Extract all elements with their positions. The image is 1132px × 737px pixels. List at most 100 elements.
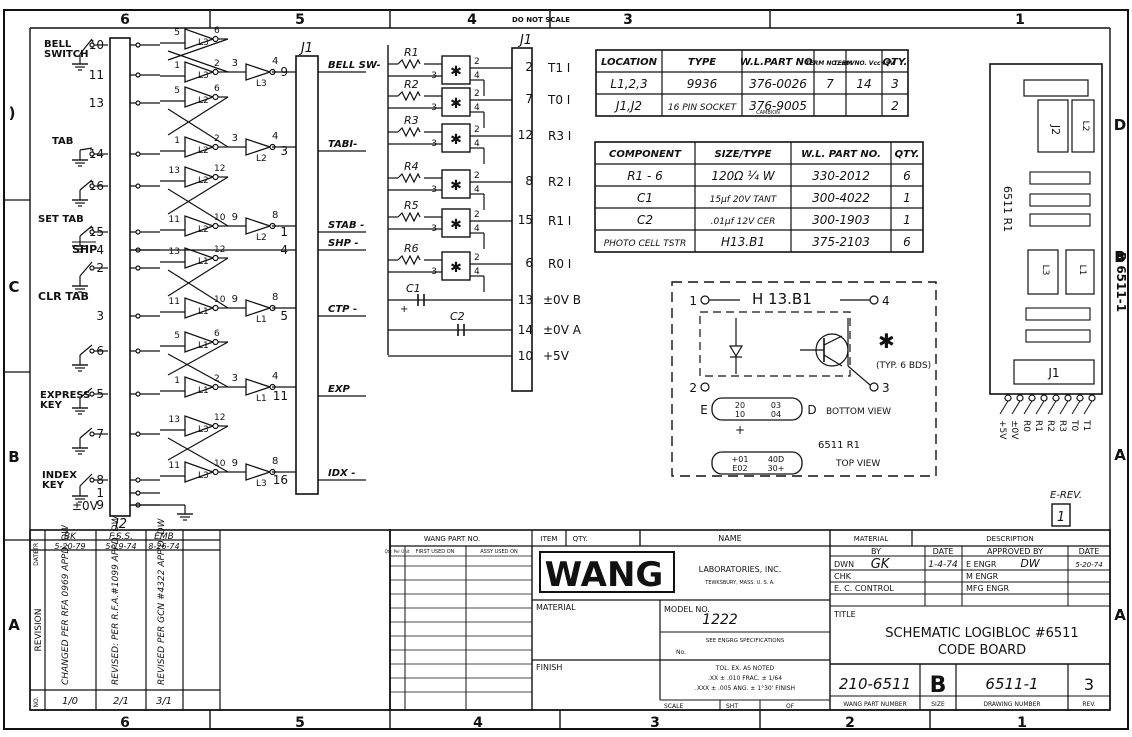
title-block <box>389 529 1111 711</box>
switch-arm <box>79 473 93 487</box>
gate-pin-number: 1 <box>174 376 180 386</box>
resistor-zigzag <box>397 90 421 102</box>
inverter-pin-number: 3 <box>232 373 238 384</box>
photocell-sensor <box>441 169 471 199</box>
gate-chip-label: L1 <box>198 257 209 267</box>
gate-body <box>245 463 273 481</box>
tb-label: FIRST USED ON <box>416 549 455 555</box>
inverter-chip-label: L1 <box>256 394 267 404</box>
j1-pin-number: 4 <box>280 243 288 257</box>
photocell-sensor <box>441 55 471 85</box>
nand-gate-l1 <box>184 247 219 269</box>
switch-ground <box>72 364 88 372</box>
sensor-symbol: ✱ <box>450 64 462 80</box>
capacitor-polarity: + <box>400 304 408 315</box>
tb-label: NAME <box>718 534 741 543</box>
edge-terminal <box>1052 394 1060 402</box>
table-header-cell: W.L. PART NO. <box>801 149 881 160</box>
gate-body <box>184 28 215 50</box>
transistor-lead <box>823 354 843 367</box>
table-data-cell: J1,J2 <box>614 99 642 113</box>
gate-pin-number: 11 <box>169 297 180 307</box>
inverter-pin-number: 3 <box>232 58 238 69</box>
tb-label: No. <box>676 649 686 656</box>
resistor-label: R3 <box>404 114 419 127</box>
j2-pin-label: CLR TAB <box>38 290 89 303</box>
j1r-signal-name: R0 I <box>548 257 571 271</box>
switch-contact <box>89 477 95 483</box>
sensor-symbol: ✱ <box>450 132 462 148</box>
photocell-inner <box>699 311 851 377</box>
switch-arm <box>79 147 93 151</box>
inverter-pin-number: 9 <box>232 294 238 305</box>
zone-marker-right: D <box>1114 116 1126 134</box>
gate-pin-number: 2 <box>214 134 220 144</box>
gate-chip-label: L3 <box>198 71 209 81</box>
j1r-pin-number: 6 <box>525 256 533 270</box>
inverter-chip-label: L2 <box>256 233 267 243</box>
gate-pin-number: 5 <box>174 331 180 341</box>
table-data-cell: H13.B1 <box>721 235 765 249</box>
j1-pin-number: 9 <box>280 65 288 79</box>
j2-pin-dot <box>135 42 141 48</box>
board-ground <box>177 513 193 521</box>
revision-number: 3 <box>1084 675 1094 694</box>
drawn-date: 1-4-74 <box>928 560 958 570</box>
photocell-terminal <box>700 295 710 305</box>
sensor-pin: 3 <box>431 267 437 277</box>
sensor-pin: 4 <box>474 103 480 113</box>
gate-bubble <box>212 254 219 262</box>
company-location: TEWKSBURY, MASS. U. S. A. <box>704 580 775 586</box>
tb-label: SHT <box>726 703 738 710</box>
company-name: LABORATORIES, INC. <box>699 565 782 574</box>
nand-gate-l2 <box>184 166 219 188</box>
rev-header: DATE <box>33 550 40 566</box>
latch-cross <box>167 38 229 61</box>
nand-gate-l1 <box>184 376 219 398</box>
connector-j1-left-label: J1 <box>298 41 313 56</box>
sensor-symbol: ✱ <box>450 96 462 112</box>
latch-cross <box>167 257 229 297</box>
switch-ground <box>72 63 88 71</box>
nand-gate-l2 <box>184 136 219 158</box>
table-data-cell: 6 <box>903 169 911 183</box>
gate-chip-label: L2 <box>198 176 209 186</box>
tb-label: MATERIAL <box>854 535 889 543</box>
switch-ground <box>72 199 88 207</box>
nand-gate-l2 <box>184 215 219 237</box>
table-data-cell: C2 <box>637 213 653 227</box>
j2-pin-dot <box>135 100 141 106</box>
zone-marker-top: 5 <box>295 12 305 28</box>
j1r-signal-name: +5V <box>543 349 570 363</box>
table-data-cell: 16 PIN SOCKET <box>668 103 738 113</box>
tb-label: DATE <box>1079 547 1100 556</box>
erev-label: E-REV. <box>1050 490 1082 501</box>
j2-pin-dot <box>135 348 141 354</box>
switch-ground <box>72 159 88 167</box>
photocell-sensor <box>441 87 471 117</box>
gate-body <box>184 247 215 269</box>
photodiode <box>728 345 744 358</box>
chip-l1-label: L1 <box>1077 265 1087 276</box>
inverter-l3 <box>245 63 276 81</box>
photocell-pin-number: 1 <box>689 294 697 308</box>
bottom-view-package <box>711 397 803 421</box>
table-data-cell: PHOTO CELL TSTR <box>604 239 687 249</box>
table-data-cell: 6 <box>903 235 911 249</box>
drawing-size: B <box>930 673 947 698</box>
j1-signal-name: STAB - <box>328 220 364 231</box>
gate-body <box>184 61 215 83</box>
capacitor-c2-label: C2 <box>450 310 465 323</box>
rev-header: LTR <box>33 543 40 553</box>
inverter-pin-number: 8 <box>272 210 278 221</box>
tb-label: E ENGR <box>966 560 997 569</box>
switch-ground <box>72 447 88 455</box>
switch-contact <box>89 348 95 354</box>
zone-marker-top: 3 <box>623 12 633 28</box>
j2-pin-label: ±0V <box>72 499 99 513</box>
sensor-footprint <box>1025 307 1091 321</box>
gate-pin-number: 12 <box>214 164 225 174</box>
sensor-pin: 3 <box>431 224 437 234</box>
